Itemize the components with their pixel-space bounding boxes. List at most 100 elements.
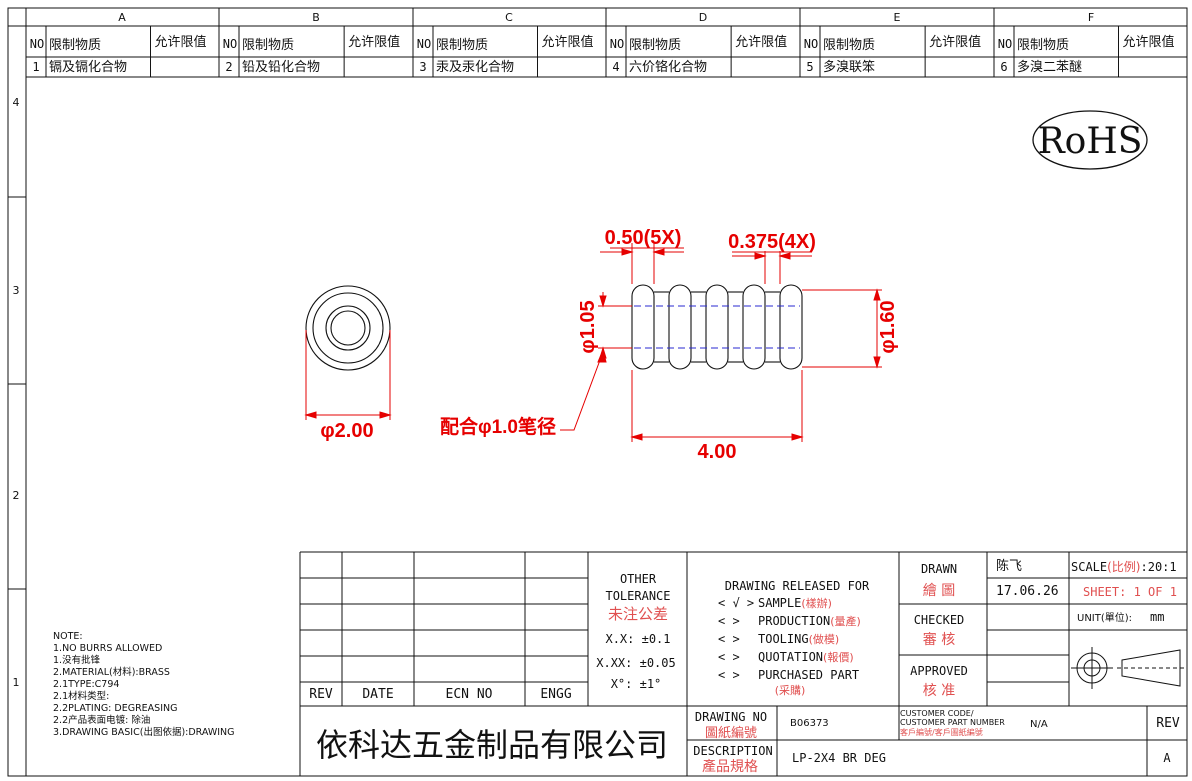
- restricted-item-name: 六价铬化合物: [629, 59, 707, 75]
- drawing-no-value: B06373: [790, 718, 829, 729]
- release-item: TOOLING(做模): [758, 632, 839, 646]
- note-line: 1.NO BURRS ALLOWED: [53, 643, 162, 654]
- restricted-item-no: 1: [32, 60, 39, 74]
- note-line: 2.1材料类型:: [53, 690, 109, 702]
- release-item-en: SAMPLE: [758, 596, 801, 610]
- tolerance-block: OTHER TOLERANCE 未注公差 X.X: ±0.1 X.XX: ±0.…: [596, 572, 675, 691]
- pitch-dimension: [600, 243, 684, 284]
- description-block: DESCRIPTION 產品規格 LP-2X4 BR DEG: [693, 744, 886, 775]
- groove-label: 0.375(4X): [728, 231, 816, 253]
- restricted-item-name: 汞及汞化合物: [436, 60, 514, 75]
- release-mark: < >: [718, 632, 740, 646]
- pitch-label: 0.50(5X): [605, 227, 682, 249]
- tolerance-title-2: TOLERANCE: [605, 589, 670, 603]
- release-item: QUOTATION(報價): [758, 650, 854, 664]
- restricted-header-substance: 限制物质: [629, 38, 681, 53]
- inner-diameter-label: φ1.05: [577, 300, 599, 353]
- restricted-item-name: 多溴联笨: [823, 59, 875, 75]
- restricted-header-limit: 允许限值: [541, 34, 593, 50]
- restricted-header-limit: 允许限值: [348, 34, 400, 50]
- description-label: DESCRIPTION: [693, 744, 772, 758]
- end-diameter-dimension: [304, 330, 392, 420]
- zone-col-b: B: [312, 11, 320, 24]
- restricted-item-no: 5: [806, 60, 813, 74]
- release-item-cn: (樣辦): [801, 596, 832, 610]
- drawing-frame: [7, 7, 1188, 777]
- signoff-block: DRAWN 繪 圖 陈飞 17.06.26 CHECKED 審 核 APPROV…: [910, 558, 1059, 699]
- drawn-label: DRAWN: [921, 562, 957, 576]
- side-view-hidden-lines: [634, 305, 800, 349]
- release-item-en: PURCHASED PART: [758, 668, 859, 682]
- restricted-item-name: 镉及镉化合物: [49, 59, 127, 75]
- revision-table-header: REV DATE ECN NO ENGG: [309, 687, 572, 702]
- note-line: 3.DRAWING BASIC(出图依据):DRAWING: [53, 726, 235, 738]
- restricted-item-no: 2: [225, 60, 232, 74]
- title-block-lines: [299, 551, 1187, 776]
- restricted-header-substance: 限制物质: [1017, 38, 1069, 53]
- zone-col-d: D: [699, 11, 707, 24]
- length-dimension: [630, 370, 804, 442]
- release-mark: < >: [718, 650, 740, 664]
- tolerance-xxx: X.XX: ±0.05: [596, 656, 675, 670]
- restricted-item-no: 4: [612, 60, 619, 74]
- tolerance-xx: X.X: ±0.1: [605, 632, 670, 646]
- customer-block: CUSTOMER CODE/ CUSTOMER PART NUMBER 客戶編號…: [900, 709, 1048, 737]
- fit-note: 配合φ1.0笔径: [440, 415, 556, 438]
- outer-diameter-dimension: [802, 288, 882, 369]
- customer-label-2: CUSTOMER PART NUMBER: [900, 718, 1005, 727]
- restricted-header-no: NO: [417, 37, 431, 51]
- end-view: [305, 285, 391, 371]
- release-mark: < >: [718, 614, 740, 628]
- restricted-header-no: NO: [610, 37, 624, 51]
- restricted-item-name: 铅及铅化合物: [242, 60, 320, 75]
- rev-label: REV: [1156, 716, 1180, 731]
- restricted-header-no: NO: [998, 37, 1012, 51]
- zone-row-labels: 4 3 2 1: [13, 96, 20, 689]
- tolerance-title-1: OTHER: [620, 572, 657, 586]
- rohs-mark: RoHS: [1032, 110, 1148, 170]
- end-diameter-label: φ2.00: [320, 420, 373, 442]
- release-block: DRAWING RELEASED FOR < √ >SAMPLE(樣辦)< >P…: [718, 579, 870, 697]
- release-item-en: QUOTATION: [758, 650, 823, 664]
- length-label: 4.00: [698, 441, 737, 463]
- groove-dimension: [732, 251, 812, 284]
- release-title: DRAWING RELEASED FOR: [725, 579, 870, 593]
- restricted-header-no: NO: [30, 37, 44, 51]
- customer-label-1: CUSTOMER CODE/: [900, 709, 974, 718]
- description-value: LP-2X4 BR DEG: [792, 751, 886, 765]
- notes-block: NOTE:1.NO BURRS ALLOWED1.没有批锋2.MATERIAL(…: [53, 631, 235, 738]
- tolerance-title-cn: 未注公差: [608, 605, 668, 623]
- restricted-item-no: 3: [419, 60, 426, 74]
- zone-column-labels: A B C D E F: [118, 11, 1094, 24]
- scale-sheet-block: SCALE(比例):20:1 SHEET: 1 OF 1 UNIT(單位): m…: [1071, 560, 1177, 624]
- scale-label-cn: (比例): [1107, 560, 1140, 574]
- engg-col-header: ENGG: [540, 687, 571, 702]
- restricted-item-name: 多溴二苯醚: [1017, 59, 1082, 75]
- outer-diameter-label: φ1.60: [877, 300, 899, 353]
- drawn-date: 17.06.26: [996, 584, 1059, 599]
- note-line: 2.MATERIAL(材料):BRASS: [53, 666, 170, 678]
- zone-col-e: E: [894, 11, 901, 24]
- rohs-text: RoHS: [1038, 121, 1143, 162]
- projection-symbol-icon: [1071, 647, 1187, 689]
- fit-note-leader: [560, 348, 607, 431]
- drawn-by: 陈飞: [996, 558, 1022, 574]
- customer-value: N/A: [1030, 719, 1048, 730]
- release-item-cn: (做模): [809, 632, 840, 646]
- description-label-cn: 產品規格: [702, 758, 758, 775]
- revision-block: REV A: [1156, 716, 1180, 765]
- scale-field: SCALE(比例):20:1: [1071, 560, 1177, 574]
- note-line: NOTE:: [53, 631, 83, 642]
- restricted-header-no: NO: [223, 37, 237, 51]
- approved-label-cn: 核 准: [923, 683, 955, 699]
- release-mark: < >: [718, 668, 740, 682]
- rev-value: A: [1163, 751, 1171, 765]
- release-item-cn: (量產): [830, 614, 861, 628]
- checked-label-cn: 審 核: [923, 632, 955, 648]
- company-name: 依科达五金制品有限公司: [316, 726, 668, 764]
- scale-label: SCALE: [1071, 560, 1107, 574]
- zone-row-2: 2: [13, 489, 20, 502]
- checked-label: CHECKED: [914, 613, 965, 627]
- restricted-header-limit: 允许限值: [929, 34, 981, 50]
